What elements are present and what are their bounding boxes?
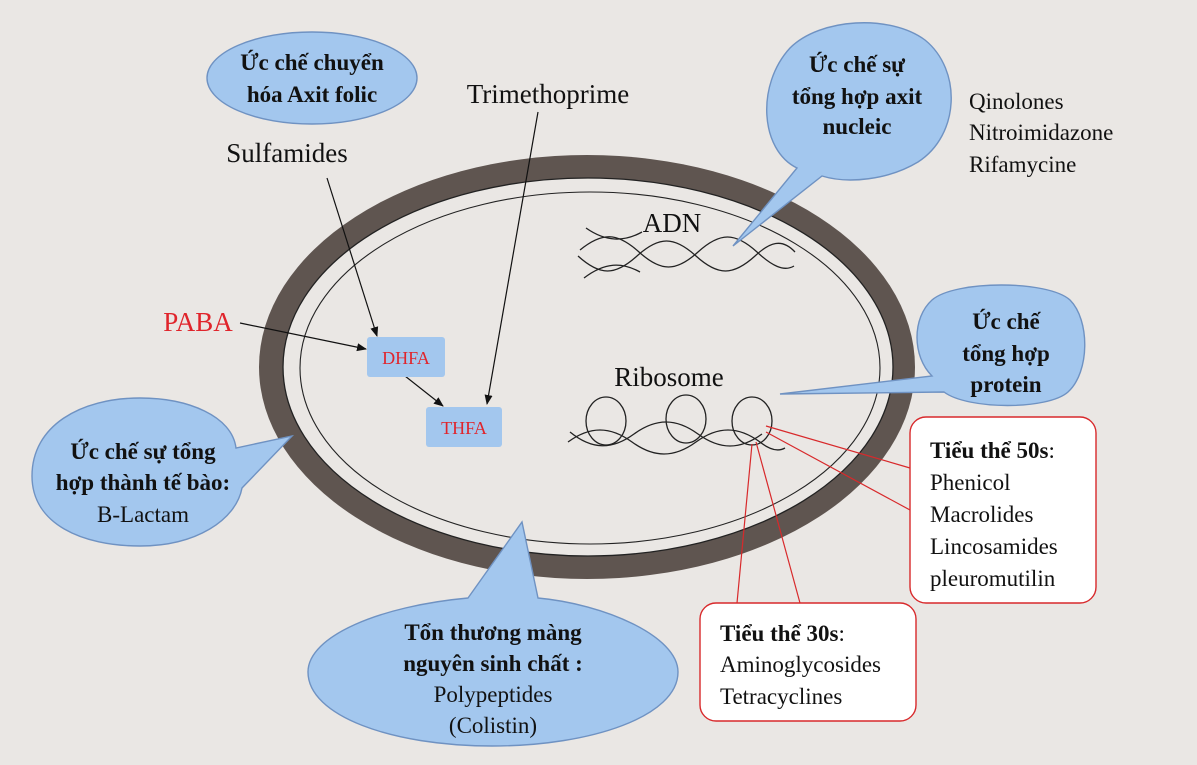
- callout-30s-item-1: Aminoglycosides: [720, 652, 881, 677]
- thfa-label: THFA: [441, 418, 487, 438]
- dna-helix: [577, 227, 796, 279]
- dhfa-thfa-arrow: [404, 375, 444, 407]
- connector-lines: [239, 111, 911, 604]
- callout-50s-title: Tiểu thể 50s: [930, 438, 1048, 463]
- bubble-nucleic-line2: tổng hợp axit: [792, 84, 923, 109]
- thfa-box: [426, 407, 502, 447]
- bubble-protein: Ức chế tổng hợp protein: [779, 284, 1086, 407]
- bubble-protein-line3: protein: [970, 372, 1041, 397]
- sulfamides-arrow: [326, 177, 379, 337]
- bubble-folic-acid: Ức chế chuyển hóa Axit folic: [206, 31, 418, 125]
- ribosome-loop-2: [665, 394, 707, 444]
- bubble-folic-line2: hóa Axit folic: [247, 82, 377, 107]
- callout-30s-title-line: Tiểu thể 30s:: [720, 621, 845, 646]
- callout-50s-line-a: [765, 425, 911, 469]
- callout-30s-title: Tiểu thể 30s: [720, 621, 838, 646]
- bubble-membrane-line3: Polypeptides: [434, 682, 553, 707]
- bubble-cellwall-line2: hợp thành tế bào:: [56, 470, 230, 495]
- bubble-protein-line1: Ức chế: [972, 309, 1041, 334]
- adn-label: ADN: [643, 208, 702, 238]
- callout-30s-line-b: [755, 441, 801, 604]
- paba-arrow: [239, 322, 367, 352]
- callout-50s-item-3: Lincosamides: [930, 534, 1058, 559]
- bubble-nucleic-line1: Ức chế sự: [809, 52, 906, 77]
- callout-30s-colon: :: [838, 621, 844, 646]
- callout-50s-colon: :: [1048, 438, 1054, 463]
- cell-outer-membrane: [282, 177, 894, 557]
- bubble-membrane-line1: Tổn thương màng: [404, 620, 582, 645]
- callout-50s-line-b: [765, 431, 911, 511]
- bubble-cellwall-line1: Ức chế sự tổng: [70, 439, 216, 464]
- nucleic-drug-1: Qinolones: [969, 89, 1064, 114]
- paba-label: PABA: [163, 307, 233, 337]
- bubble-membrane-line2: nguyên sinh chất :: [403, 651, 583, 676]
- callout-50s-item-2: Macrolides: [930, 502, 1034, 527]
- bubble-cell-wall: Ức chế sự tổng hợp thành tế bào: B-Lacta…: [31, 397, 295, 547]
- callout-50s-item-1: Phenicol: [930, 470, 1011, 495]
- callout-30s-line-a: [736, 443, 753, 604]
- bubble-membrane: Tổn thương màng nguyên sinh chất : Polyp…: [307, 520, 679, 747]
- nucleic-drug-2: Nitroimidazone: [969, 120, 1113, 145]
- bubble-folic-line1: Ức chế chuyển: [240, 50, 384, 75]
- dhfa-box: [367, 337, 445, 377]
- callout-50s-item-4: pleuromutilin: [930, 566, 1056, 591]
- sulfamides-label: Sulfamides: [226, 138, 348, 168]
- trimethoprime-label: Trimethoprime: [467, 79, 630, 109]
- bubble-nucleic-line3: nucleic: [823, 114, 892, 139]
- bubble-nucleic-acid: Ức chế sự tổng hợp axit nucleic: [732, 22, 952, 247]
- callout-30s: Tiểu thể 30s: Aminoglycosides Tetracycli…: [699, 602, 917, 722]
- nucleic-drug-list: Qinolones Nitroimidazone Rifamycine: [969, 89, 1113, 177]
- trimethoprime-arrow: [484, 111, 539, 405]
- callout-50s: Tiểu thể 50s: Phenicol Macrolides Lincos…: [909, 416, 1097, 604]
- callout-50s-title-line: Tiểu thể 50s:: [930, 438, 1055, 463]
- cell-inner-membrane: [299, 191, 881, 545]
- dhfa-label: DHFA: [382, 348, 430, 368]
- bubble-cellwall-line3: B-Lactam: [97, 502, 189, 527]
- ribosome-label: Ribosome: [614, 362, 724, 392]
- nucleic-drug-3: Rifamycine: [969, 152, 1076, 177]
- bubble-protein-line2: tổng hợp: [962, 341, 1050, 366]
- callout-30s-item-2: Tetracyclines: [720, 684, 842, 709]
- bubble-membrane-line4: (Colistin): [449, 713, 537, 738]
